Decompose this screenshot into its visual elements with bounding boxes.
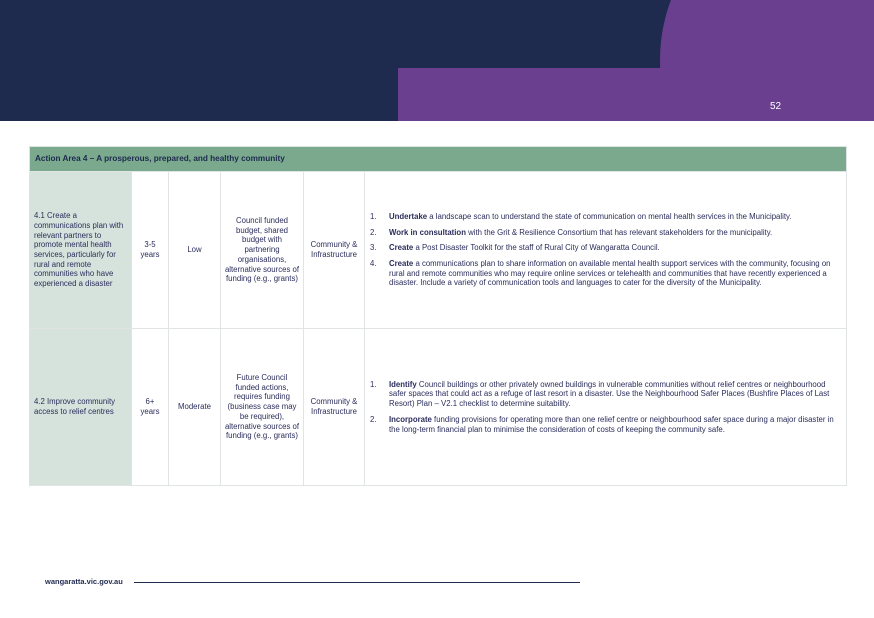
task-verb: Create: [389, 259, 414, 268]
task-description: a landscape scan to understand the state…: [427, 211, 792, 221]
task-list: 1. Identify Council buildings or other pr…: [365, 380, 846, 435]
tasks-cell: 1. Undertake a landscape scan to understa…: [363, 171, 848, 329]
task-description: a communications plan to share informati…: [389, 259, 831, 288]
action-cell: 4.1 Create a communications plan with re…: [29, 171, 132, 329]
cost-cell: Moderate: [168, 328, 221, 486]
task-verb: Work in consultation: [389, 227, 466, 237]
task-list: 1. Undertake a landscape scan to understa…: [365, 212, 846, 288]
footer-website-link[interactable]: wangaratta.vic.gov.au: [45, 577, 123, 586]
task-item: 2. Incorporate funding provisions for ope…: [365, 415, 838, 434]
task-number: 2.: [370, 227, 377, 237]
timeframe-cell: 3-5 years: [131, 171, 169, 329]
task-item: 4. Create a communications plan to share …: [365, 259, 838, 288]
task-number: 4.: [370, 259, 377, 268]
task-number: 3.: [370, 243, 377, 253]
task-description: with the Grit & Resilience Consortium th…: [465, 227, 773, 237]
task-item: 1. Identify Council buildings or other pr…: [365, 380, 838, 409]
responsibility-cell: Community & Infrastructure: [303, 171, 365, 329]
task-description: funding provisions for operating more th…: [389, 414, 834, 434]
task-item: 1. Undertake a landscape scan to understa…: [365, 212, 838, 222]
cost-cell: Low: [168, 171, 221, 329]
timeframe-cell: 6+ years: [131, 328, 169, 486]
task-verb: Identify: [389, 379, 417, 389]
footer-divider: [134, 582, 580, 583]
action-area-header: Action Area 4 – A prosperous, prepared, …: [28, 146, 848, 172]
task-number: 1.: [370, 211, 377, 221]
table-row: 4.2 Improve community access to relief c…: [29, 328, 848, 486]
page-number: 52: [770, 101, 782, 112]
action-table: Action Area 4 – A prosperous, prepared, …: [28, 146, 848, 486]
table-row: 4.1 Create a communications plan with re…: [29, 171, 848, 329]
task-verb: Create: [389, 243, 414, 253]
decorative-band: [398, 68, 874, 121]
task-number: 1.: [370, 379, 377, 389]
task-item: 2. Work in consultation with the Grit & R…: [365, 228, 838, 238]
header-banner: 52: [0, 0, 874, 121]
task-description: Council buildings or other privately own…: [389, 379, 830, 409]
action-cell: 4.2 Improve community access to relief c…: [29, 328, 132, 486]
tasks-cell: 1. Identify Council buildings or other pr…: [363, 328, 848, 486]
responsibility-cell: Community & Infrastructure: [303, 328, 365, 486]
task-number: 2.: [370, 414, 377, 424]
task-verb: Undertake: [389, 211, 428, 221]
task-verb: Incorporate: [389, 414, 432, 424]
task-description: a Post Disaster Toolkit for the staff of…: [413, 243, 660, 253]
task-item: 3. Create a Post Disaster Toolkit for the…: [365, 243, 838, 253]
funding-cell: Council funded budget, shared budget wit…: [220, 171, 304, 329]
funding-cell: Future Council funded actions, requires …: [220, 328, 304, 486]
